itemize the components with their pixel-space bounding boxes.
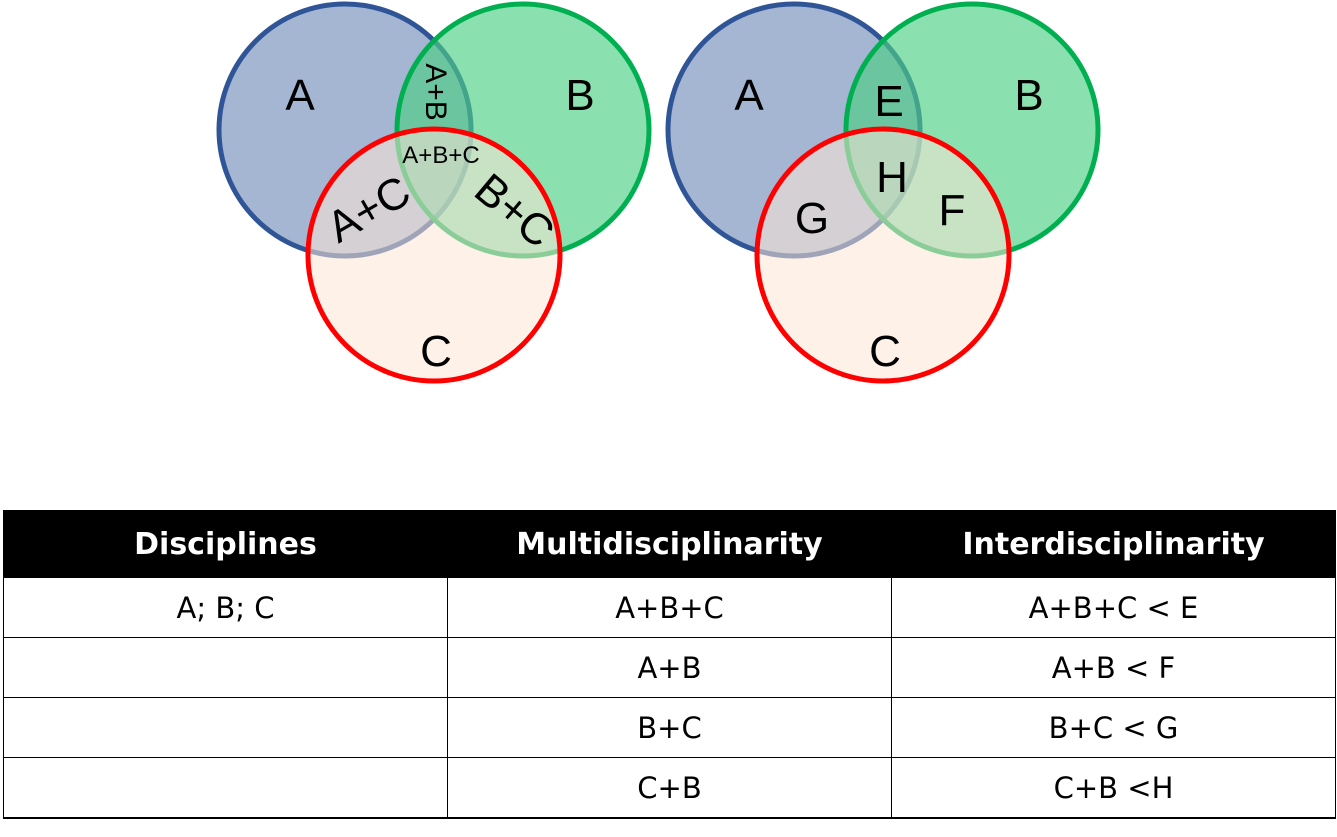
label-c: C [869,327,901,376]
table-cell: B+C [447,697,892,758]
label-c: C [420,327,452,376]
label-a-plus-b: A+B [419,63,452,121]
venn-diagram-right: A B C E H G F [665,1,1101,384]
table-cell: A; B; C [3,577,448,638]
comparison-table: Disciplines Multidisciplinarity Interdis… [3,510,1336,819]
label-b: B [565,71,594,120]
table-cell: A+B+C < E [891,577,1336,638]
table-cell [3,637,448,698]
label-e: E [874,77,903,126]
table-cell: B+C < G [891,697,1336,758]
label-a: A [285,71,315,120]
table-row: A; B; C A+B+C A+B+C < E [3,577,1336,638]
table-cell: A+B < F [891,637,1336,698]
header-disciplines: Disciplines [3,510,448,578]
table-header-row: Disciplines Multidisciplinarity Interdis… [3,510,1336,578]
header-interdisciplinarity: Interdisciplinarity [891,510,1336,578]
circle-c [754,126,1012,384]
circle-c [305,126,563,384]
table-cell: C+B <H [891,757,1336,819]
label-g: G [795,194,829,243]
table-cell: A+B+C [447,577,892,638]
label-h: H [876,153,908,202]
table-row: B+C B+C < G [3,697,1336,758]
table-cell: A+B [447,637,892,698]
venn-diagram-left: A B C A+B A+B+C A+C B+C [216,1,652,384]
table-cell: C+B [447,757,892,819]
label-b: B [1014,71,1043,120]
label-f: F [939,186,966,235]
table-row: C+B C+B <H [3,757,1336,819]
header-multidisciplinarity: Multidisciplinarity [447,510,892,578]
venn-diagrams: A B C A+B A+B+C A+C B+C A B C E H G F [216,1,1101,384]
table-row: A+B A+B < F [3,637,1336,698]
label-a-plus-b-plus-c: A+B+C [402,142,479,169]
table-cell [3,757,448,819]
table-cell [3,697,448,758]
label-a: A [734,71,764,120]
